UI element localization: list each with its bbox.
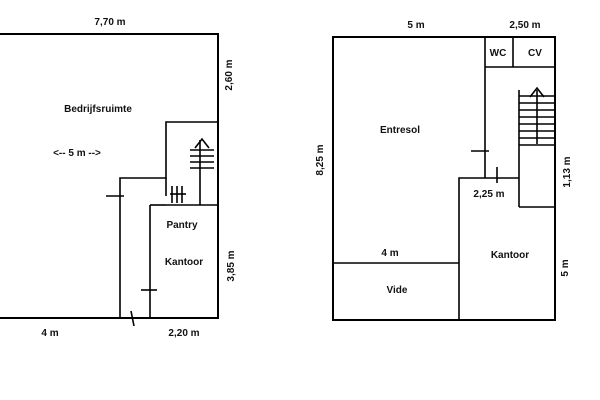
dim-office-width: 2,25 m [473, 189, 504, 200]
room-void-label: Vide [387, 285, 408, 296]
room-pantry-label: Pantry [166, 220, 198, 231]
room-main-label: Bedrijfsruimte [64, 104, 132, 115]
stair-arrow-icon [529, 86, 545, 98]
left-floor-plan: 7,70 m 2,60 m 3,85 m 4 m 2,20 m Bedrijfs… [0, 17, 237, 339]
room-cv-label: CV [528, 48, 542, 59]
stair-treads [170, 149, 214, 203]
dim-bottom-right-width: 2,20 m [168, 328, 199, 339]
dim-right-lower-height: 3,85 m [226, 250, 237, 281]
door-tick [130, 310, 135, 327]
right-outer-wall [332, 36, 556, 321]
right-floor-plan: 5 m 2,50 m 8,25 m 1,13 m 2,25 m 4 m 5 m … [315, 20, 573, 321]
dim-left-height: 8,25 m [315, 144, 326, 175]
dim-top-right-width: 2,50 m [509, 20, 540, 31]
room-office-label: Kantoor [491, 250, 529, 261]
room-mezzanine-label: Entresol [380, 125, 420, 136]
office-wall [458, 177, 519, 320]
room-office-label: Kantoor [165, 257, 203, 268]
stair-arrow-icon [194, 137, 210, 149]
room-inner-width: <-- 5 m --> [53, 148, 101, 159]
dim-top-left-width: 5 m [407, 20, 424, 31]
dim-top-width: 7,70 m [94, 17, 125, 28]
room-wc-label: WC [490, 48, 507, 59]
dim-office-height: 5 m [560, 259, 571, 276]
dim-void-width: 4 m [381, 248, 398, 259]
dim-bottom-left-width: 4 m [41, 328, 58, 339]
dim-right-upper-height: 2,60 m [224, 59, 235, 90]
dim-stair-height: 1,13 m [562, 156, 573, 187]
